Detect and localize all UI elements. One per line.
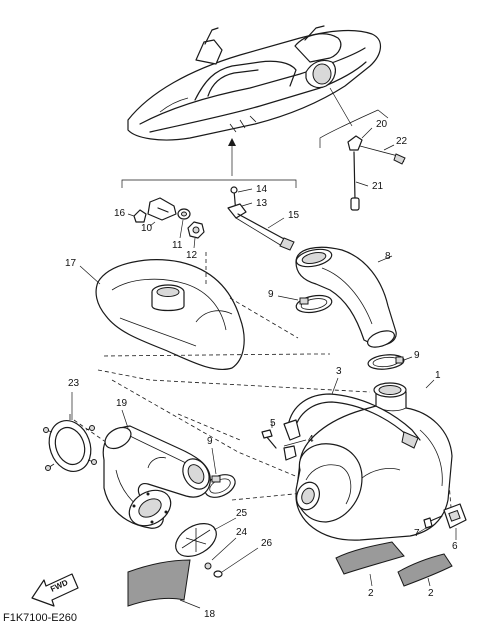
exhaust-hose-8 (295, 246, 397, 348)
callout-13: 13 (256, 198, 268, 209)
callout-25: 25 (236, 508, 248, 519)
callout-3: 3 (336, 366, 342, 377)
callout-6: 6 (452, 541, 458, 552)
callout-17: 17 (65, 258, 77, 269)
callout-11: 11 (172, 240, 183, 251)
callout-4: 4 (308, 434, 314, 445)
hull-to-drain-leader (319, 87, 389, 148)
drain-cable-assembly (347, 127, 406, 211)
flange-plate-25 (128, 489, 172, 527)
callout-24: 24 (236, 527, 248, 538)
retainer-ring-23 (43, 392, 97, 472)
sensor-strap-group (227, 186, 295, 251)
callout-14: 14 (256, 184, 268, 195)
callout-12: 12 (186, 250, 198, 261)
bracket-screw-6-7 (415, 503, 467, 540)
callout-5: 5 (270, 418, 276, 429)
callout-20: 20 (376, 119, 388, 130)
watercraft-hull-illustration (127, 25, 381, 141)
callout-9-lower: 9 (207, 436, 213, 447)
callout-9-right: 9 (414, 350, 420, 361)
cushion-pads-2 (335, 541, 453, 587)
callout-1: 1 (435, 370, 441, 381)
diagram-reference-code: F1K7100-E260 (3, 612, 77, 624)
water-lock-muffler-1 (295, 379, 453, 541)
callout-16: 16 (114, 208, 126, 219)
hose-clamp-9-right (367, 354, 413, 370)
fitting-parts-group (127, 197, 205, 249)
exhaust-chamber-17 (79, 259, 245, 370)
callout-18: 18 (204, 609, 216, 620)
hose-clamp-9-upper (277, 294, 333, 314)
callout-8: 8 (385, 251, 391, 262)
forward-direction-arrow-icon: FWD (31, 573, 79, 607)
bracket-bolt-4-5 (261, 422, 307, 461)
gasket-24-bolt-26 (175, 517, 259, 578)
callout-26: 26 (261, 538, 273, 549)
callout-22: 22 (396, 136, 408, 147)
callout-2-right: 2 (428, 588, 434, 599)
callout-23: 23 (68, 378, 80, 389)
hull-to-pump-leader (121, 138, 297, 188)
callout-10: 10 (141, 223, 153, 234)
callout-7: 7 (414, 528, 420, 539)
callout-15: 15 (288, 210, 300, 221)
callout-9-upper: 9 (268, 289, 274, 300)
cushion-pad-18 (127, 559, 201, 609)
muffler-band-3 (283, 377, 421, 449)
hose-clamp-9-lower (204, 447, 236, 498)
callout-19: 19 (116, 398, 128, 409)
exhaust-pipe-19 (102, 409, 211, 529)
callout-21: 21 (372, 181, 384, 192)
callout-2-left: 2 (368, 588, 374, 599)
